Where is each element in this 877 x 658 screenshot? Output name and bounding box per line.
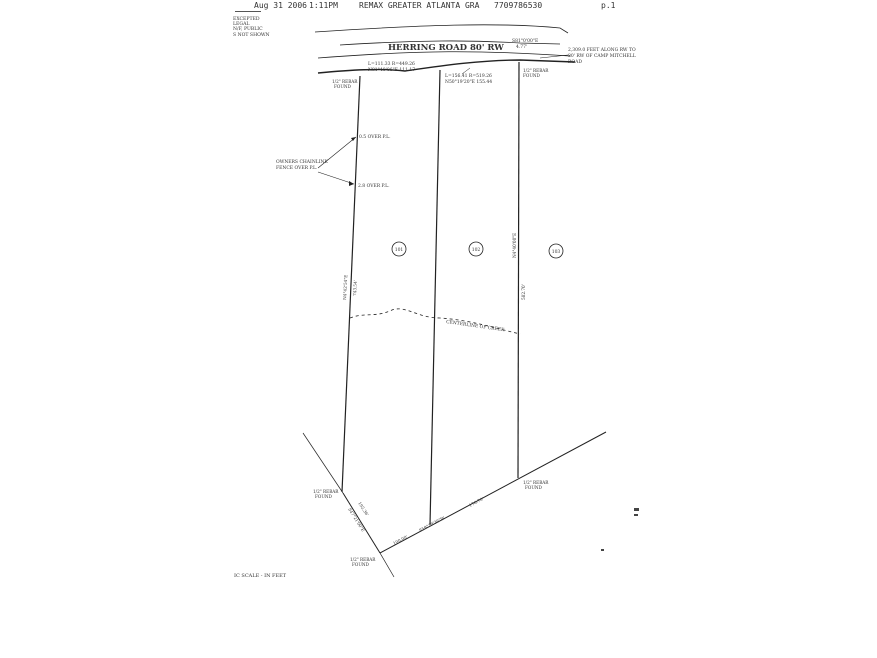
scale-note: IC SCALE - IN FEET [234, 573, 287, 579]
creek-centerline [349, 308, 521, 335]
lot-line-middle [429, 69, 441, 526]
fence-leader-1 [317, 136, 357, 169]
lot-circle-101 [391, 241, 407, 257]
scan-marks [601, 508, 639, 551]
south-line-length-west: 100.00' [392, 534, 408, 546]
east-line-bearing: N4°40'00"E [512, 233, 517, 258]
legend-line: N/F, PUBLIC [233, 27, 263, 33]
boundary-south [379, 431, 607, 554]
bearing-right-line2: 4.77' [516, 44, 527, 50]
legend-line: LEGAL [233, 22, 250, 28]
fax-header: Aug 31 2006 1:11PM REMAX GREATER ATLANTA… [210, 0, 630, 12]
road-line-top [314, 24, 569, 34]
fence-over-2: 2.8 OVER P.L. [358, 183, 390, 189]
south-line-bearing: S59°28'36"W [418, 515, 446, 533]
fax-phone: 7709786530 [494, 1, 543, 10]
creek-label: CENTERLINE OF CREEK [446, 319, 506, 333]
curve-left-line2: N81°40'06"E 111.17 [368, 67, 415, 73]
curve-left-line1: L=111.33 R=449.26 [368, 61, 415, 67]
distance-note-line3: ROAD [568, 59, 582, 65]
lot-circle-103 [548, 243, 564, 259]
pin-bottom-right-line2: FOUND [525, 485, 543, 490]
fax-date: Aug 31 2006 [254, 1, 307, 10]
lot-line-east [517, 61, 520, 479]
lot-number-102: 102 [472, 247, 481, 253]
pin-top-right-line2: FOUND [523, 73, 541, 78]
fence-arrow-2 [349, 181, 354, 186]
fax-page: p.1 [601, 1, 616, 10]
fence-label-line1: OWNERS CHAINLINK [276, 159, 328, 165]
scan-mark [601, 549, 604, 551]
distance-note-line1: 2,309.0 FEET ALONG RW TO [568, 47, 636, 53]
sw-line-length: 192.36' [357, 501, 370, 517]
boundary-extension-se [379, 552, 395, 578]
south-line-length-east: 176.70' [468, 496, 484, 508]
fax-time: 1:11PM [309, 1, 338, 10]
lot-line-west [341, 75, 361, 493]
distance-leader [539, 54, 569, 59]
pin-bottom-left-line2: FOUND [315, 494, 333, 499]
pin-bottom-left-line1: 1/2" REBAR [313, 489, 339, 494]
pin-apex-line1: 1/2" REBAR [350, 557, 376, 562]
fax-sender: REMAX GREATER ATLANTA GRA [359, 1, 480, 10]
scan-mark [634, 514, 638, 516]
west-line-length: 743.54' [352, 280, 358, 296]
fence-arrow-1 [351, 137, 356, 141]
road-line-lower [317, 51, 571, 59]
scan-mark [634, 508, 639, 511]
fence-leader-2 [317, 171, 355, 185]
lot-number-103: 103 [552, 249, 561, 255]
bearing-right-line1: S81°0'00"E [512, 38, 538, 44]
road-line-upper [339, 40, 561, 46]
curve-mid-line2: N50°19'20"E 155.44 [445, 79, 492, 85]
fence-label-line2: FENCE OVER P.L. [276, 165, 318, 171]
legend-line: S NOT SHOWN [233, 32, 270, 38]
lot-circle-102 [468, 241, 484, 257]
legend-line: EXCEPTED [233, 17, 260, 22]
west-line-bearing: N4°42'54"E [342, 275, 348, 300]
lot-number-101: 101 [395, 247, 404, 253]
curve-leader-mid [461, 67, 471, 75]
curve-mid-line1: L=156.41 R=519.26 [445, 73, 492, 79]
distance-note-line2: 80' RW OF CAMP MITCHELL [568, 53, 636, 59]
pin-top-left-line2: FOUND [334, 84, 352, 89]
east-line-length: 582.70' [521, 284, 526, 300]
pin-top-left-line1: 1/2" REBAR [332, 79, 358, 84]
legend-notes: EXCEPTED LEGAL N/F, PUBLIC S NOT SHOWN [233, 17, 270, 38]
fax-rule [235, 11, 261, 12]
boundary-southeast [342, 492, 381, 554]
pin-bottom-right-line1: 1/2" REBAR [523, 480, 549, 485]
road-right-of-way [317, 59, 576, 74]
road-name: HERRING ROAD 80' RW [388, 43, 504, 53]
pin-top-right-line1: 1/2" REBAR [523, 68, 549, 73]
fence-arrows [349, 137, 356, 186]
boundary-extension-nw [302, 432, 344, 494]
pin-apex-line2: FOUND [352, 562, 370, 567]
fence-over-1: 0.5 OVER P.L. [359, 134, 391, 140]
